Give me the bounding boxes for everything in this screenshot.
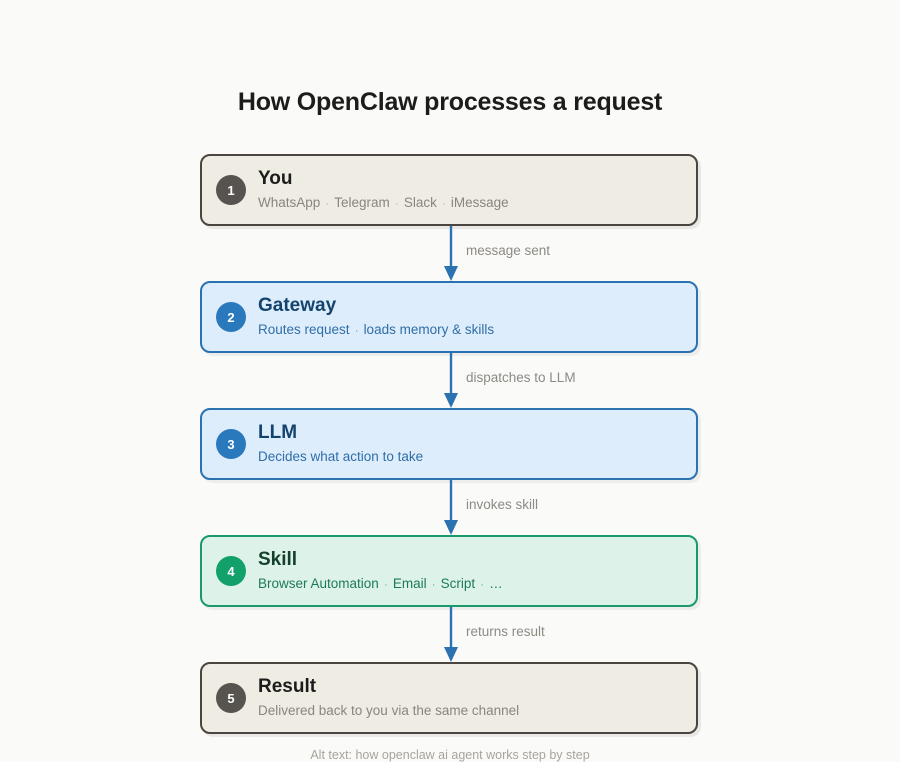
node-subtitle-skill: Browser Automation · Email · Script · …: [258, 576, 686, 592]
edge-label-2: dispatches to LLM: [466, 370, 576, 385]
node-text-block: LLM Decides what action to take: [258, 410, 686, 478]
subtitle-part: loads memory & skills: [363, 322, 495, 338]
separator-dot-icon: ·: [431, 577, 436, 592]
alt-text-note: Alt text: how openclaw ai agent works st…: [310, 748, 590, 762]
separator-dot-icon: ·: [383, 577, 388, 592]
flow-node-skill[interactable]: 4 Skill Browser Automation · Email · Script ·…: [200, 535, 698, 607]
subtitle-part: Slack: [403, 195, 437, 211]
edge-label-3: invokes skill: [466, 497, 539, 512]
node-subtitle-llm: Decides what action to take: [258, 449, 424, 465]
flow-edge-4: returns result: [200, 607, 698, 662]
page-title: How OpenClaw processes a request: [237, 88, 663, 116]
subtitle-part: WhatsApp: [258, 195, 321, 211]
flow-container: 1 You WhatsApp · Telegram · Slack · iMessage m…: [200, 154, 700, 734]
arrow-down-icon: [444, 480, 458, 535]
flow-node-llm[interactable]: 3 LLM Decides what action to take: [200, 408, 698, 480]
subtitle-part: Telegram: [334, 195, 390, 211]
node-subtitle-you: WhatsApp · Telegram · Slack · iMessage: [258, 195, 686, 211]
node-title-gateway: Gateway: [258, 295, 337, 317]
flow-node-you[interactable]: 1 You WhatsApp · Telegram · Slack · iMessage: [200, 154, 698, 226]
subtitle-part: Routes request: [258, 322, 350, 338]
flow-edge-1: message sent: [200, 226, 698, 281]
step-badge-3: 3: [216, 429, 246, 459]
edge-label-1: message sent: [466, 243, 551, 258]
arrow-down-icon: [444, 353, 458, 408]
separator-dot-icon: ·: [480, 577, 485, 592]
node-subtitle-gateway: Routes request · loads memory & skills: [258, 322, 686, 338]
subtitle-part: Script: [440, 576, 476, 592]
subtitle-part-ellipsis: …: [489, 576, 503, 592]
node-text-block: Result Delivered back to you via the sam…: [258, 664, 686, 732]
node-title-result: Result: [258, 676, 317, 698]
step-badge-4: 4: [216, 556, 246, 586]
separator-dot-icon: ·: [354, 323, 359, 338]
subtitle-part: Email: [392, 576, 427, 592]
node-text-block: You WhatsApp · Telegram · Slack · iMessage: [258, 156, 686, 224]
subtitle-part: Browser Automation: [258, 576, 379, 592]
separator-dot-icon: ·: [394, 196, 399, 211]
separator-dot-icon: ·: [441, 196, 446, 211]
node-title-llm: LLM: [258, 422, 298, 444]
arrow-down-icon: [444, 226, 458, 281]
subtitle-part: iMessage: [450, 195, 509, 211]
flow-node-gateway[interactable]: 2 Gateway Routes request · loads memory & …: [200, 281, 698, 353]
step-badge-5: 5: [216, 683, 246, 713]
edge-label-4: returns result: [466, 624, 545, 639]
step-badge-2: 2: [216, 302, 246, 332]
node-title-skill: Skill: [258, 549, 298, 571]
flow-node-result[interactable]: 5 Result Delivered back to you via the s…: [200, 662, 698, 734]
step-badge-1: 1: [216, 175, 246, 205]
node-text-block: Skill Browser Automation · Email · Script · …: [258, 537, 686, 605]
node-subtitle-result: Delivered back to you via the same chann…: [258, 703, 520, 719]
separator-dot-icon: ·: [325, 196, 330, 211]
node-title-you: You: [258, 168, 293, 190]
arrow-down-icon: [444, 607, 458, 662]
flow-edge-2: dispatches to LLM: [200, 353, 698, 408]
flow-edge-3: invokes skill: [200, 480, 698, 535]
node-text-block: Gateway Routes request · loads memory & sk…: [258, 283, 686, 351]
